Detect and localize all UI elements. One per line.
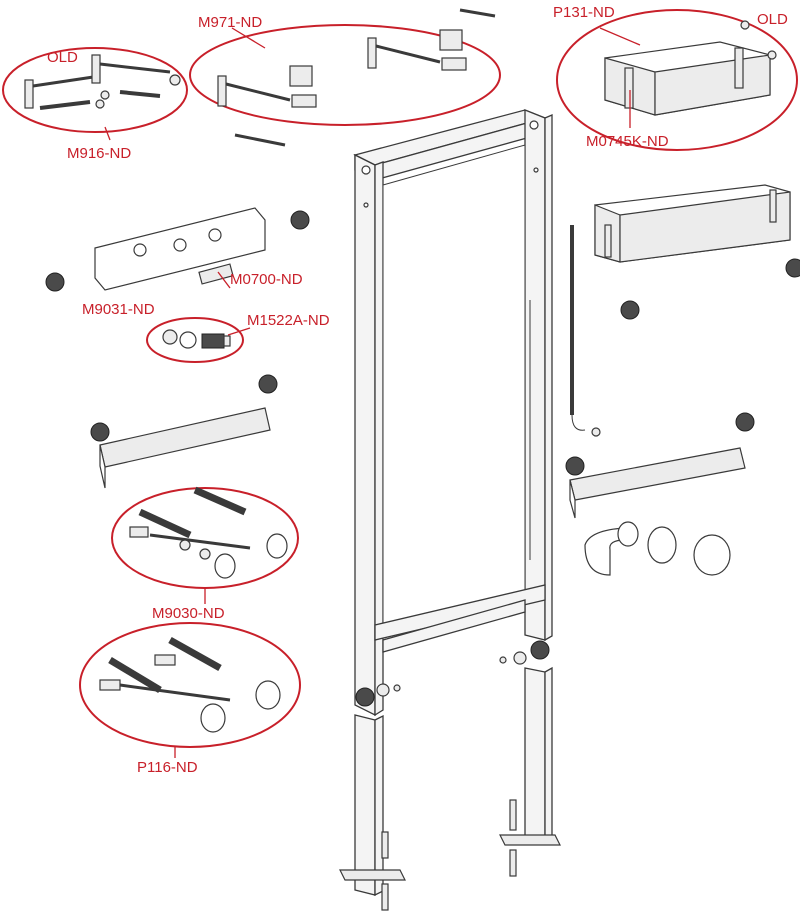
drain-elbow [584, 521, 731, 576]
label-m916: M916-ND [67, 145, 131, 162]
label-m0700: M0700-ND [230, 271, 303, 288]
main-frame [339, 109, 561, 911]
m916-bolt-set [2, 47, 188, 133]
right-box [594, 184, 800, 320]
label-m1522a: M1522A-ND [247, 312, 330, 329]
label-m9031: M9031-ND [82, 301, 155, 318]
p116-anchor-set [79, 622, 301, 748]
right-rail [565, 412, 755, 519]
label-m0745k: M0745K-ND [586, 133, 669, 150]
label-p116: P116-ND [137, 759, 198, 776]
left-bracket-group [45, 207, 310, 292]
flex-hose [570, 225, 601, 437]
label-p131: P131-ND [553, 4, 615, 21]
m971-bolt-set [189, 8, 501, 147]
m9030-anchor-set [111, 486, 299, 589]
p131-box-assembly [556, 9, 798, 151]
leader-lines [104, 27, 641, 758]
label-old-left: OLD [47, 49, 78, 66]
m9031-nut-set [146, 317, 244, 363]
label-m971: M971-ND [198, 14, 262, 31]
label-old-right: OLD [757, 11, 788, 28]
label-m9030: M9030-ND [152, 605, 225, 622]
left-rail [90, 374, 278, 489]
